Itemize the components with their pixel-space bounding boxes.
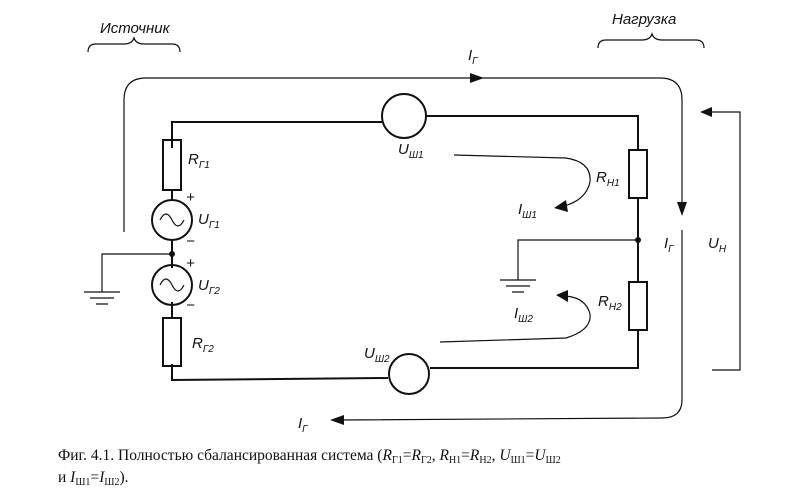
ac-source-ug1 bbox=[151, 199, 193, 241]
load-voltage-arrowhead bbox=[700, 107, 712, 117]
load-voltage-bracket bbox=[702, 111, 741, 371]
i-bottom-label: IГ bbox=[298, 415, 309, 435]
ish1-label: IШ1 bbox=[518, 201, 537, 221]
ac-symbol-ug1 bbox=[159, 213, 185, 227]
rn1-label: RН1 bbox=[596, 169, 620, 189]
resistor-rg1 bbox=[162, 139, 182, 191]
source-ground-symbol bbox=[84, 291, 120, 305]
ish1-current-path bbox=[453, 154, 591, 207]
top-current-path bbox=[123, 77, 683, 232]
ish2-current-path bbox=[439, 295, 591, 343]
ish2-label: IШ2 bbox=[514, 305, 533, 325]
ug2-label: UГ2 bbox=[198, 277, 220, 297]
source-label: Источник bbox=[100, 20, 171, 37]
ish2-arrowhead bbox=[556, 290, 568, 302]
load-label: Нагрузка bbox=[612, 11, 676, 28]
resistor-rg2 bbox=[162, 317, 182, 367]
plus-2: + bbox=[186, 255, 195, 272]
rn2-label: RН2 bbox=[598, 293, 622, 313]
figure-caption-line1: Фиг. 4.1. Полностью сбалансированная сис… bbox=[58, 447, 561, 466]
ac-symbol-ug2 bbox=[159, 278, 185, 292]
load-ground-wire bbox=[517, 239, 638, 280]
figure-caption-line2: и IШ1=IШ2). bbox=[58, 469, 129, 488]
i-right-label: IГ bbox=[664, 235, 675, 255]
minus-2: − bbox=[186, 297, 195, 314]
load-ground-symbol bbox=[500, 279, 536, 293]
top-wire-right bbox=[426, 115, 639, 150]
bottom-wire bbox=[171, 364, 389, 382]
load-bottom-wire bbox=[430, 330, 639, 369]
resistor-rn1 bbox=[628, 149, 648, 199]
source-brace bbox=[87, 36, 181, 53]
plus-1: + bbox=[186, 189, 195, 206]
load-brace bbox=[597, 32, 705, 49]
bottom-current-arrowhead bbox=[330, 415, 344, 425]
ush2-label: UШ2 bbox=[364, 345, 390, 365]
ug1-label: UГ1 bbox=[198, 211, 220, 231]
rg2-label: RГ2 bbox=[192, 335, 214, 355]
rg1-label: RГ1 bbox=[188, 151, 210, 171]
ish1-arrowhead bbox=[554, 200, 568, 212]
ush1-label: UШ1 bbox=[398, 141, 424, 161]
minus-1: − bbox=[186, 233, 195, 250]
bottom-current-path bbox=[339, 230, 683, 421]
ac-source-ug2 bbox=[151, 264, 193, 306]
noise-source-ush1 bbox=[381, 93, 427, 139]
top-current-arrowhead bbox=[470, 73, 484, 83]
u-load-label: UН bbox=[708, 235, 727, 255]
source-ground-wire bbox=[101, 253, 172, 292]
top-wire bbox=[171, 121, 382, 148]
i-top-label: IГ bbox=[468, 47, 479, 67]
right-current-arrowhead bbox=[677, 202, 687, 216]
noise-source-ush2 bbox=[388, 353, 430, 395]
resistor-rn2 bbox=[628, 281, 648, 331]
